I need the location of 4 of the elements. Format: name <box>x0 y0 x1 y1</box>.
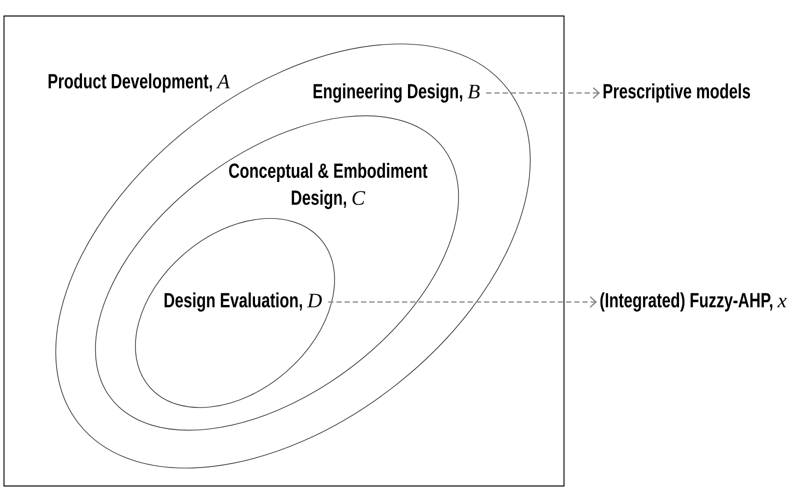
text-label: Prescriptive models <box>604 83 750 103</box>
arrow <box>486 87 600 99</box>
text-label: (Integrated) Fuzzy-AHP, x <box>600 292 787 312</box>
arrow <box>328 296 597 308</box>
